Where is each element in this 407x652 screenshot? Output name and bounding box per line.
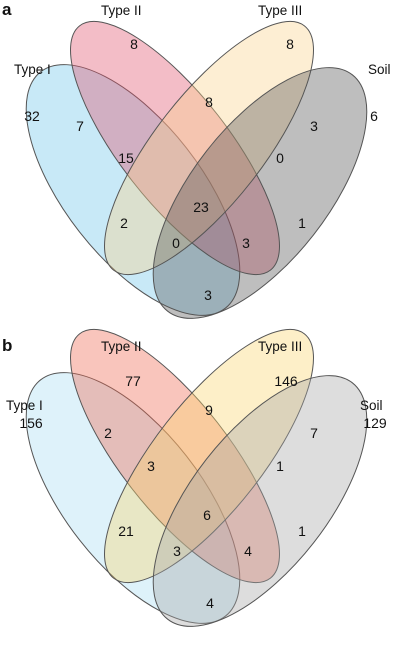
set-label-type1-b: Type I	[6, 398, 43, 413]
count-type1-type2-type3-b: 3	[147, 458, 155, 474]
set-label-soil-a: Soil	[368, 62, 391, 77]
panel-letter-b: b	[2, 336, 12, 355]
venn-panel-b: b Type I Type II Type III Soil 156 77 14…	[2, 328, 387, 627]
count-only-type1-b: 156	[19, 415, 43, 431]
set-label-type3-b: Type III	[258, 339, 302, 354]
count-type1-type3-soil-a: 0	[172, 235, 180, 251]
count-all-four-a: 23	[193, 199, 209, 215]
count-all-four-b: 6	[203, 507, 211, 523]
count-type1-type2-a: 7	[76, 118, 84, 134]
panel-letter-a: a	[2, 0, 12, 19]
count-type2-type3-soil-b: 1	[276, 458, 284, 474]
count-only-type3-b: 146	[274, 373, 298, 389]
ellipse-type1-a	[25, 64, 241, 316]
venn-panel-a: a Type I Type II Type III Soil 32 8 8 6 …	[2, 0, 391, 319]
set-label-type1-a: Type I	[14, 62, 51, 77]
count-type1-type2-type3-a: 15	[118, 150, 134, 166]
count-type1-soil-a: 3	[204, 287, 212, 303]
count-only-type2-b: 77	[125, 373, 141, 389]
count-type1-type3-soil-b: 3	[173, 543, 181, 559]
set-label-soil-b: Soil	[360, 398, 383, 413]
count-type2-type3-b: 9	[205, 402, 213, 418]
count-type1-type2-soil-a: 3	[242, 235, 250, 251]
count-only-soil-b: 129	[363, 415, 387, 431]
count-type2-type3-soil-a: 0	[276, 150, 284, 166]
count-type1-type2-soil-b: 4	[244, 543, 252, 559]
count-type3-soil-b: 7	[310, 425, 318, 441]
count-type1-type3-a: 2	[120, 215, 128, 231]
count-type2-soil-b: 1	[298, 523, 306, 539]
count-only-type3-a: 8	[286, 36, 294, 52]
count-type1-type2-b: 2	[104, 425, 112, 441]
count-type1-type3-b: 21	[118, 523, 134, 539]
ellipse-type2-a	[70, 20, 280, 276]
ellipse-type2-b	[70, 328, 280, 584]
set-label-type2-a: Type II	[101, 3, 142, 18]
ellipse-soil-b	[152, 375, 368, 627]
count-type1-soil-b: 4	[206, 595, 214, 611]
set-label-type2-b: Type II	[101, 339, 142, 354]
ellipse-soil-a	[152, 67, 368, 319]
count-only-type2-a: 8	[130, 36, 138, 52]
count-only-soil-a: 6	[370, 108, 378, 124]
ellipse-type1-b	[25, 372, 241, 624]
count-only-type1-a: 32	[24, 108, 40, 124]
count-type2-type3-a: 8	[205, 94, 213, 110]
count-type3-soil-a: 3	[310, 118, 318, 134]
set-label-type3-a: Type III	[258, 3, 302, 18]
count-type2-soil-a: 1	[298, 215, 306, 231]
